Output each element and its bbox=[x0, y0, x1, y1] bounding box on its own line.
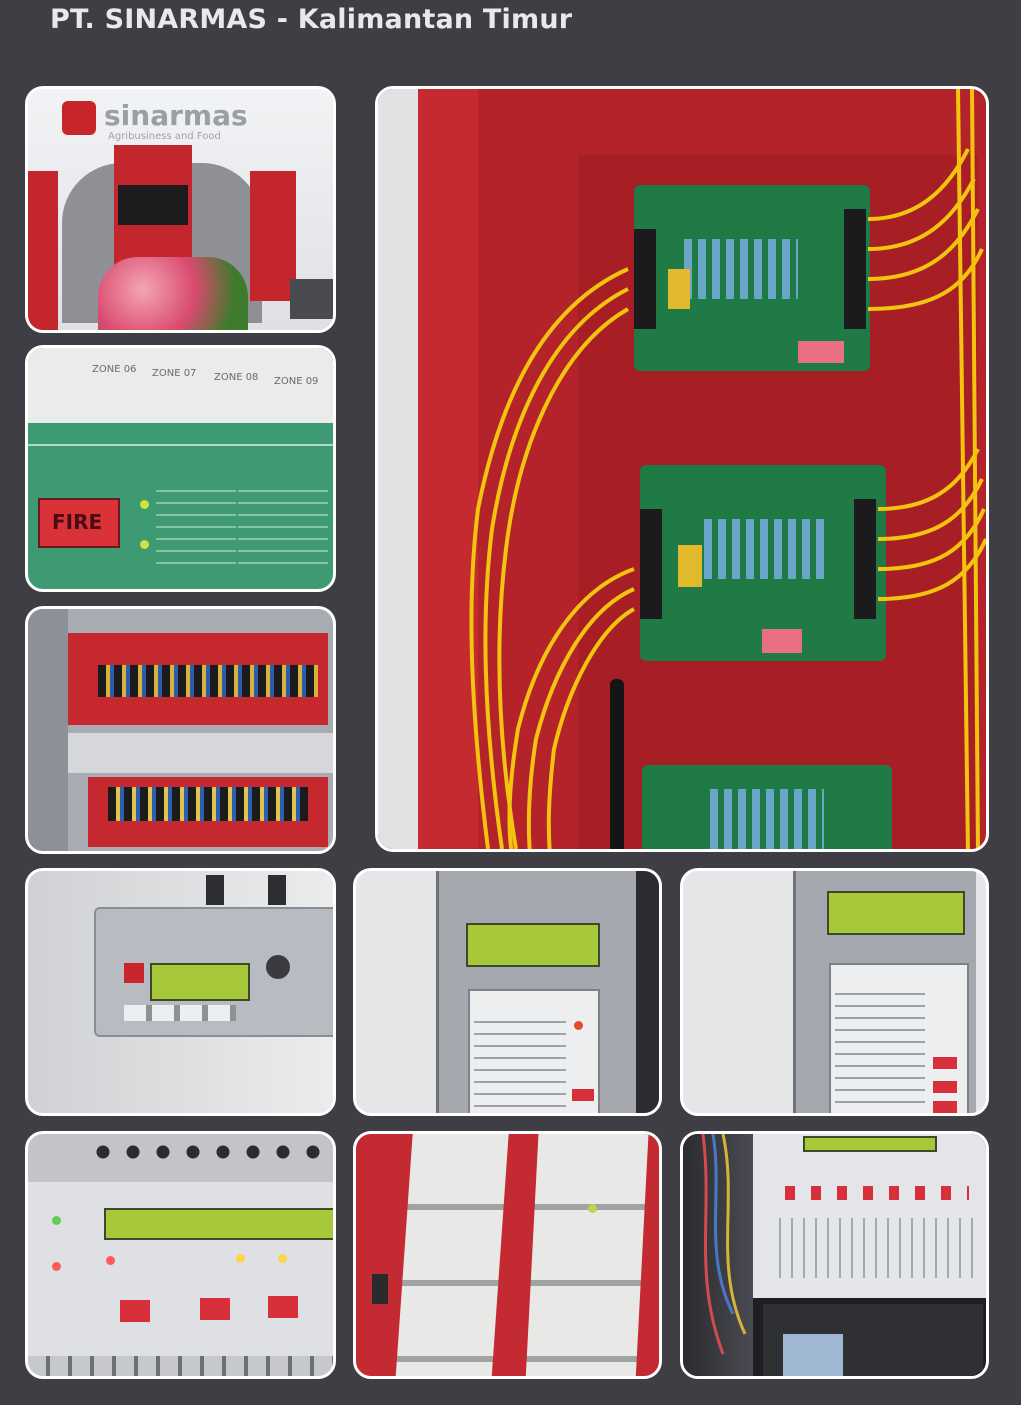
logo-mark bbox=[62, 101, 96, 135]
lcd-display-c bbox=[104, 1208, 333, 1240]
page-title: PT. SINARMAS - Kalimantan Timur bbox=[50, 4, 573, 35]
lcd-display-d bbox=[803, 1136, 937, 1152]
photo-control-panel bbox=[25, 1131, 336, 1379]
zone-label-07: ZONE 07 bbox=[152, 368, 197, 379]
photo-panel-a bbox=[353, 868, 662, 1116]
logo-subtext: Agribusiness and Food bbox=[108, 131, 221, 142]
zone-label-08: ZONE 08 bbox=[214, 372, 259, 383]
photo-remote-panel bbox=[25, 868, 336, 1116]
lcd-display-a bbox=[466, 923, 600, 967]
lcd-display-b bbox=[827, 891, 965, 935]
photo-panel-b bbox=[680, 868, 989, 1116]
fire-label: FIRE bbox=[52, 510, 103, 534]
photo-circuit-boards bbox=[375, 86, 989, 852]
panel-wires bbox=[701, 1134, 747, 1355]
photo-terminal-blocks bbox=[25, 606, 336, 854]
zone-label-06: ZONE 06 bbox=[92, 364, 137, 375]
photo-lobby: sinarmas Agribusiness and Food bbox=[25, 86, 336, 333]
photo-wiring-panel bbox=[680, 1131, 989, 1379]
zone-label-09: ZONE 09 bbox=[274, 376, 319, 387]
yellow-wires bbox=[469, 89, 986, 849]
photo-switch-plates bbox=[353, 1131, 662, 1379]
logo-text: sinarmas bbox=[104, 99, 248, 132]
photo-annunciator: ZONE 06 ZONE 07 ZONE 08 ZONE 09 FIRE bbox=[25, 345, 336, 592]
lcd-display bbox=[150, 963, 250, 1001]
